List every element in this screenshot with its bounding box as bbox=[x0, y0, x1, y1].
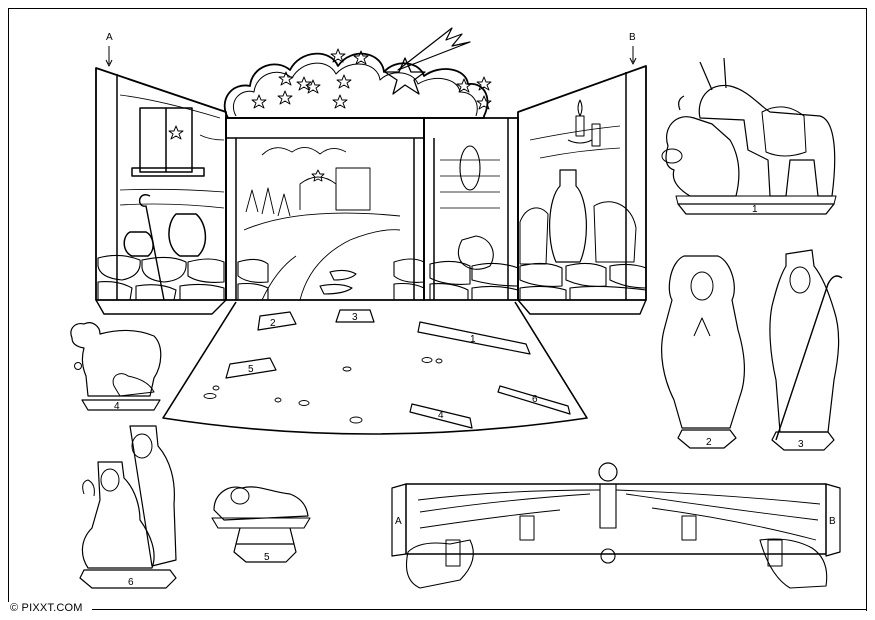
figure-mary: 2 bbox=[661, 255, 746, 449]
figure-label: 1 bbox=[752, 204, 758, 215]
figure-label: 5 bbox=[264, 552, 270, 563]
floor-slot-label: 1 bbox=[470, 334, 476, 345]
floor-slot-label: 5 bbox=[248, 364, 254, 375]
stable-backdrop: A bbox=[95, 27, 647, 435]
star-icon bbox=[251, 48, 492, 110]
floor-slot-label: 3 bbox=[352, 312, 358, 323]
marker-b: B bbox=[629, 32, 636, 43]
stable-center-panel bbox=[225, 117, 494, 301]
page-border bbox=[8, 8, 867, 611]
floor-slot-label: 2 bbox=[270, 318, 276, 329]
figure-sheep: 4 bbox=[70, 322, 162, 412]
figure-label: 3 bbox=[798, 439, 804, 450]
figure-joseph: 3 bbox=[769, 249, 843, 451]
copyright-credit: © PIXXT.COM bbox=[8, 602, 85, 614]
floor-slot bbox=[225, 309, 571, 429]
marker-a: A bbox=[106, 32, 113, 43]
figure-label: 4 bbox=[114, 401, 120, 412]
floor-slot-label: 6 bbox=[532, 394, 538, 405]
stable-floor: 2 3 1 5 6 4 bbox=[162, 301, 588, 435]
figure-shepherds: 6 bbox=[79, 425, 177, 589]
floor-slot-label: 4 bbox=[438, 410, 444, 421]
beam-tab-b: B bbox=[829, 516, 836, 527]
beam-tab-a: A bbox=[395, 516, 402, 527]
stable-right-inner bbox=[423, 117, 519, 301]
figure-label: 2 bbox=[706, 437, 712, 448]
figure-ox-donkey: 1 bbox=[661, 57, 837, 215]
figure-baby-manger: 5 bbox=[211, 486, 311, 563]
figure-label: 6 bbox=[128, 577, 134, 588]
stable-left-wing: A bbox=[95, 32, 227, 315]
roof-beam: A B bbox=[391, 462, 841, 589]
stable-right-wing: B bbox=[517, 32, 647, 315]
star-cloud bbox=[223, 27, 492, 119]
page-border-bottom bbox=[92, 609, 866, 610]
